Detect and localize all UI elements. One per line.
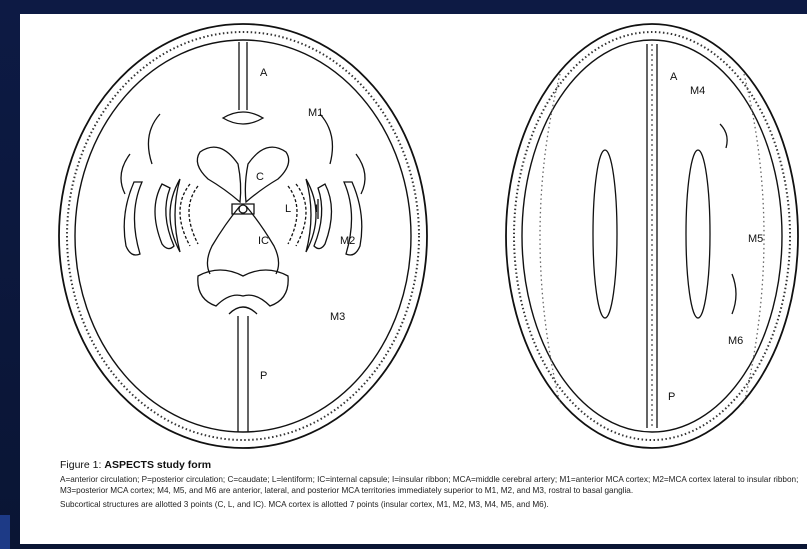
left-brain-surface (75, 40, 411, 432)
figure-card: A M1 C L I IC M2 M3 P (20, 14, 807, 544)
left-posterior-fissure (238, 316, 248, 432)
label-M3: M3 (330, 311, 345, 323)
figure-title: ASPECTS study form (104, 459, 211, 471)
left-anterior-fissure (239, 42, 247, 110)
left-brain-labels: A M1 C L I IC M2 M3 P (256, 67, 355, 382)
accent-bar (0, 515, 10, 549)
label-L: L (285, 203, 291, 215)
caption-title: Figure 1: ASPECTS study form (60, 460, 800, 471)
label-IC: IC (258, 235, 269, 247)
label-A-left: A (260, 67, 268, 79)
label-P-left: P (260, 370, 267, 382)
label-M4: M4 (690, 85, 705, 97)
left-centrum-semiovale (593, 150, 617, 318)
aspects-diagram: A M1 C L I IC M2 M3 P (20, 14, 807, 454)
figure-caption: Figure 1: ASPECTS study form A=anterior … (60, 460, 800, 512)
caption-scoring: Subcortical structures are allotted 3 po… (60, 499, 800, 510)
right-brain-labels: A M4 M5 M6 P (668, 71, 763, 403)
figure-number: Figure 1: (60, 459, 101, 471)
left-skull-outer (59, 24, 427, 448)
label-I: I (315, 203, 318, 215)
left-brain-ganglionic-level (59, 24, 427, 448)
right-centrum-semiovale (686, 150, 710, 318)
lentiform-nuclei (180, 184, 306, 246)
label-M2: M2 (340, 235, 355, 247)
left-skull-inner (67, 32, 419, 440)
lateral-ventricles (197, 147, 240, 202)
label-A-right: A (670, 71, 678, 83)
label-M1: M1 (308, 107, 323, 119)
label-M6: M6 (728, 335, 743, 347)
label-C: C (256, 171, 264, 183)
thalamus (198, 270, 288, 306)
label-M5: M5 (748, 233, 763, 245)
label-P-right: P (668, 391, 675, 403)
caption-abbreviations: A=anterior circulation; P=posterior circ… (60, 474, 800, 496)
